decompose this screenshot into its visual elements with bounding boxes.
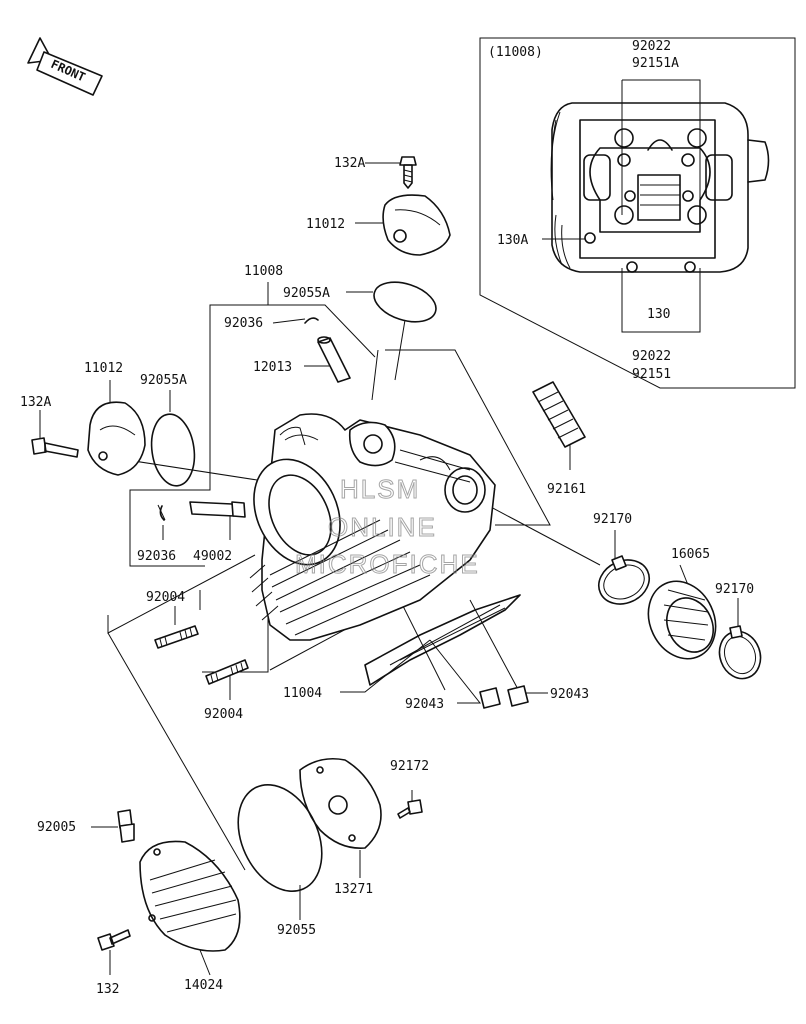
valve-guide-12013-icon [317, 336, 351, 383]
cylinder-head-top-view [550, 102, 770, 273]
o-ring-92055a-left-icon [150, 413, 196, 487]
bolt-132-icon [97, 929, 131, 951]
label-11004: 11004 [283, 686, 322, 701]
watermark-line-3: MICROFICHE [295, 549, 480, 579]
o-ring-92055-icon [237, 783, 323, 893]
gasket-11004-icon [364, 594, 521, 686]
clamp-92170-b-icon [718, 625, 762, 680]
label-14024: 14024 [184, 978, 223, 993]
inset-label-92022-top: 92022 [632, 39, 671, 54]
o-ring-92055a-top-icon [373, 281, 437, 323]
label-11008: 11008 [244, 264, 283, 279]
clip-92036-top-icon [304, 317, 319, 324]
cover-14024-icon [139, 840, 241, 952]
inset-title: (11008) [488, 45, 543, 60]
label-92055: 92055 [277, 923, 316, 938]
inset-panel: (11008) 92022 92151A 130A 130 92022 9215… [479, 37, 796, 389]
label-92036-left: 92036 [137, 549, 176, 564]
label-92055a-top: 92055A [283, 286, 330, 301]
label-92161: 92161 [547, 482, 586, 497]
pin-92043-b-icon [507, 685, 529, 707]
label-11012-left: 11012 [84, 361, 123, 376]
part-labels: 132A 11012 11008 92055A 92036 12013 1101… [20, 156, 754, 997]
label-92043-b: 92043 [550, 687, 589, 702]
watermark: HLSM ONLINE MICROFICHE [295, 474, 480, 580]
label-92043-a: 92043 [405, 697, 444, 712]
label-92005: 92005 [37, 820, 76, 835]
label-92170-b: 92170 [715, 582, 754, 597]
label-49002: 49002 [193, 549, 232, 564]
clamp-92170-a-icon [598, 555, 650, 605]
watermark-line-1: HLSM [340, 474, 420, 504]
valve-stem-seal-49002-icon [189, 501, 246, 518]
shim-92161-icon [532, 381, 586, 448]
front-arrow-icon: FRONT [27, 37, 103, 96]
bolt-132a-left-icon [31, 437, 79, 458]
label-92004-b: 92004 [204, 707, 243, 722]
cylinder-head-11008-icon [249, 413, 496, 641]
label-11012-top: 11012 [306, 217, 345, 232]
inset-label-130: 130 [647, 307, 670, 322]
label-92172: 92172 [390, 759, 429, 774]
inset-label-130a: 130A [497, 233, 528, 248]
clip-92036-left-icon [159, 505, 165, 521]
inset-label-92022-bottom: 92022 [632, 349, 671, 364]
inset-label-92151: 92151 [632, 367, 671, 382]
fitting-92005-icon [117, 809, 135, 843]
plate-13271-icon [299, 757, 382, 849]
label-92170-a: 92170 [593, 512, 632, 527]
label-132a-top: 132A [334, 156, 365, 171]
inset-label-92151a: 92151A [632, 56, 679, 71]
label-12013: 12013 [253, 360, 292, 375]
label-92036-top: 92036 [224, 316, 263, 331]
watermark-line-2: ONLINE [328, 512, 437, 542]
label-92004-a: 92004 [146, 590, 185, 605]
label-132: 132 [96, 982, 119, 997]
cap-11012-left-icon [87, 401, 146, 476]
pin-92043-a-icon [479, 687, 501, 709]
intake-joint-16065-icon [647, 580, 717, 660]
bolt-92172-icon [397, 799, 423, 819]
label-13271: 13271 [334, 882, 373, 897]
bolt-132a-top-icon [399, 156, 417, 189]
label-16065: 16065 [671, 547, 710, 562]
label-92055a-left: 92055A [140, 373, 187, 388]
cap-11012-top-icon [382, 194, 451, 256]
stud-92004-b-icon [205, 659, 249, 685]
stud-92004-a-icon [154, 625, 199, 649]
label-132a-left: 132A [20, 395, 51, 410]
